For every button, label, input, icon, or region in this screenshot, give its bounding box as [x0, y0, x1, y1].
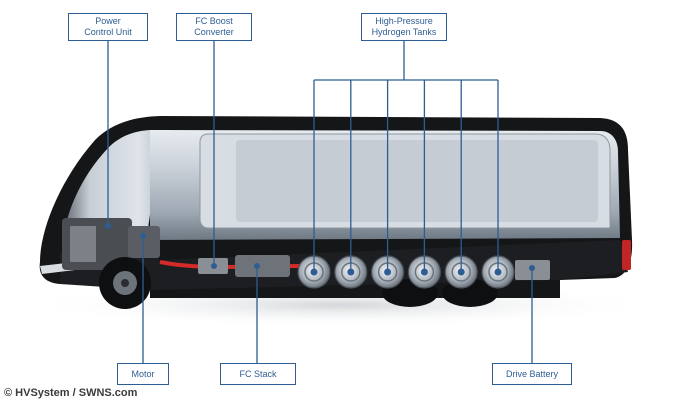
- front-wheel: [99, 257, 151, 309]
- label-motor: Motor: [117, 363, 169, 385]
- leader-lines: [107, 41, 533, 363]
- motor-block: [128, 226, 160, 258]
- tail-light: [622, 240, 631, 270]
- tank-layer: [297, 80, 515, 289]
- power-unit-detail: [70, 226, 96, 262]
- label-drive-battery: Drive Battery: [492, 363, 572, 385]
- label-fc-boost-converter: FC Boost Converter: [176, 13, 252, 41]
- fc-stack-block: [235, 255, 290, 277]
- label-hydrogen-tanks: High-Pressure Hydrogen Tanks: [361, 13, 447, 41]
- window-inner: [236, 140, 598, 222]
- leader-dots: [105, 223, 535, 271]
- label-fc-stack: FC Stack: [220, 363, 296, 385]
- photo-credit: © HVSystem / SWNS.com: [4, 387, 138, 399]
- label-power-control-unit: Power Control Unit: [68, 13, 148, 41]
